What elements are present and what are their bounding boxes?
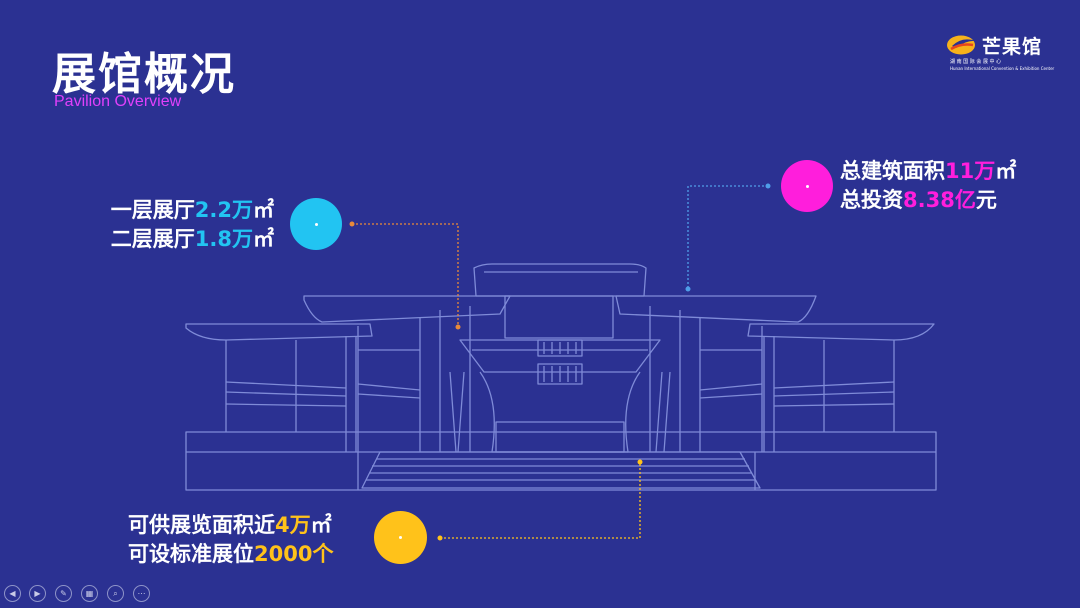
exhibition-area-stat: 可供展览面积近4万㎡ 可设标准展位2000个 bbox=[128, 511, 333, 569]
stat-label: 可设标准展位 bbox=[128, 542, 254, 566]
stat-value: 4万 bbox=[275, 513, 311, 537]
total-area-line: 总建筑面积11万㎡ bbox=[840, 157, 1016, 186]
slides-icon: ▦ bbox=[85, 589, 94, 598]
page-title: 展馆概况 bbox=[52, 49, 236, 100]
zoom-button[interactable]: ⌕ bbox=[107, 585, 124, 602]
stat-value: 2000个 bbox=[254, 542, 334, 566]
slide-sorter-button[interactable]: ▦ bbox=[81, 585, 98, 602]
cyan-marker-circle bbox=[290, 198, 342, 250]
stat-value: 1.8万 bbox=[194, 227, 253, 251]
stat-label: 一层展厅 bbox=[110, 198, 195, 222]
second-floor-line: 二层展厅1.8万㎡ bbox=[84, 225, 274, 254]
booth-count-line: 可设标准展位2000个 bbox=[128, 540, 333, 569]
page-subtitle: Pavilion Overview bbox=[54, 93, 182, 110]
stat-unit: 元 bbox=[975, 188, 997, 212]
gold-marker-circle bbox=[374, 511, 427, 564]
zoom-icon: ⌕ bbox=[113, 589, 118, 598]
previous-slide-button[interactable]: ◀ bbox=[4, 585, 21, 602]
more-icon: ⋯ bbox=[137, 589, 146, 598]
stat-label: 总建筑面积 bbox=[840, 159, 945, 183]
stat-value: 8.38亿 bbox=[903, 188, 976, 212]
mango-logo-icon bbox=[947, 35, 976, 55]
brand-logo: 芒果馆 湖 南 国 际 会 展 中 心 Hunan International … bbox=[946, 30, 1056, 76]
logo-subtitle-cn: 湖 南 国 际 会 展 中 心 bbox=[950, 59, 1002, 65]
total-area-investment-stat: 总建筑面积11万㎡ 总投资8.38亿元 bbox=[840, 157, 1016, 215]
total-investment-line: 总投资8.38亿元 bbox=[840, 186, 1016, 215]
stat-value: 11万 bbox=[945, 159, 996, 183]
exhibition-area-line: 可供展览面积近4万㎡ bbox=[128, 511, 333, 540]
previous-icon: ◀ bbox=[9, 589, 16, 598]
stat-label: 可供展览面积近 bbox=[128, 513, 275, 537]
logo-name: 芒果馆 bbox=[982, 36, 1043, 58]
next-icon: ▶ bbox=[34, 589, 41, 598]
pink-marker-circle bbox=[781, 160, 833, 212]
stat-label: 二层展厅 bbox=[110, 227, 195, 251]
stat-unit: ㎡ bbox=[253, 198, 274, 222]
pen-tool-button[interactable]: ✎ bbox=[55, 585, 72, 602]
floor-hall-area-stat: 一层展厅2.2万㎡ 二层展厅1.8万㎡ bbox=[84, 196, 274, 254]
stat-unit: ㎡ bbox=[995, 159, 1017, 183]
stat-label: 总投资 bbox=[840, 188, 903, 212]
stat-unit: ㎡ bbox=[253, 227, 274, 251]
next-slide-button[interactable]: ▶ bbox=[29, 585, 46, 602]
pen-icon: ✎ bbox=[60, 589, 67, 598]
logo-subtitle-en: Hunan International Convention & Exhibit… bbox=[950, 66, 1055, 71]
first-floor-line: 一层展厅2.2万㎡ bbox=[84, 196, 274, 225]
stat-unit: ㎡ bbox=[310, 513, 332, 537]
more-options-button[interactable]: ⋯ bbox=[133, 585, 150, 602]
stat-value: 2.2万 bbox=[194, 198, 253, 222]
